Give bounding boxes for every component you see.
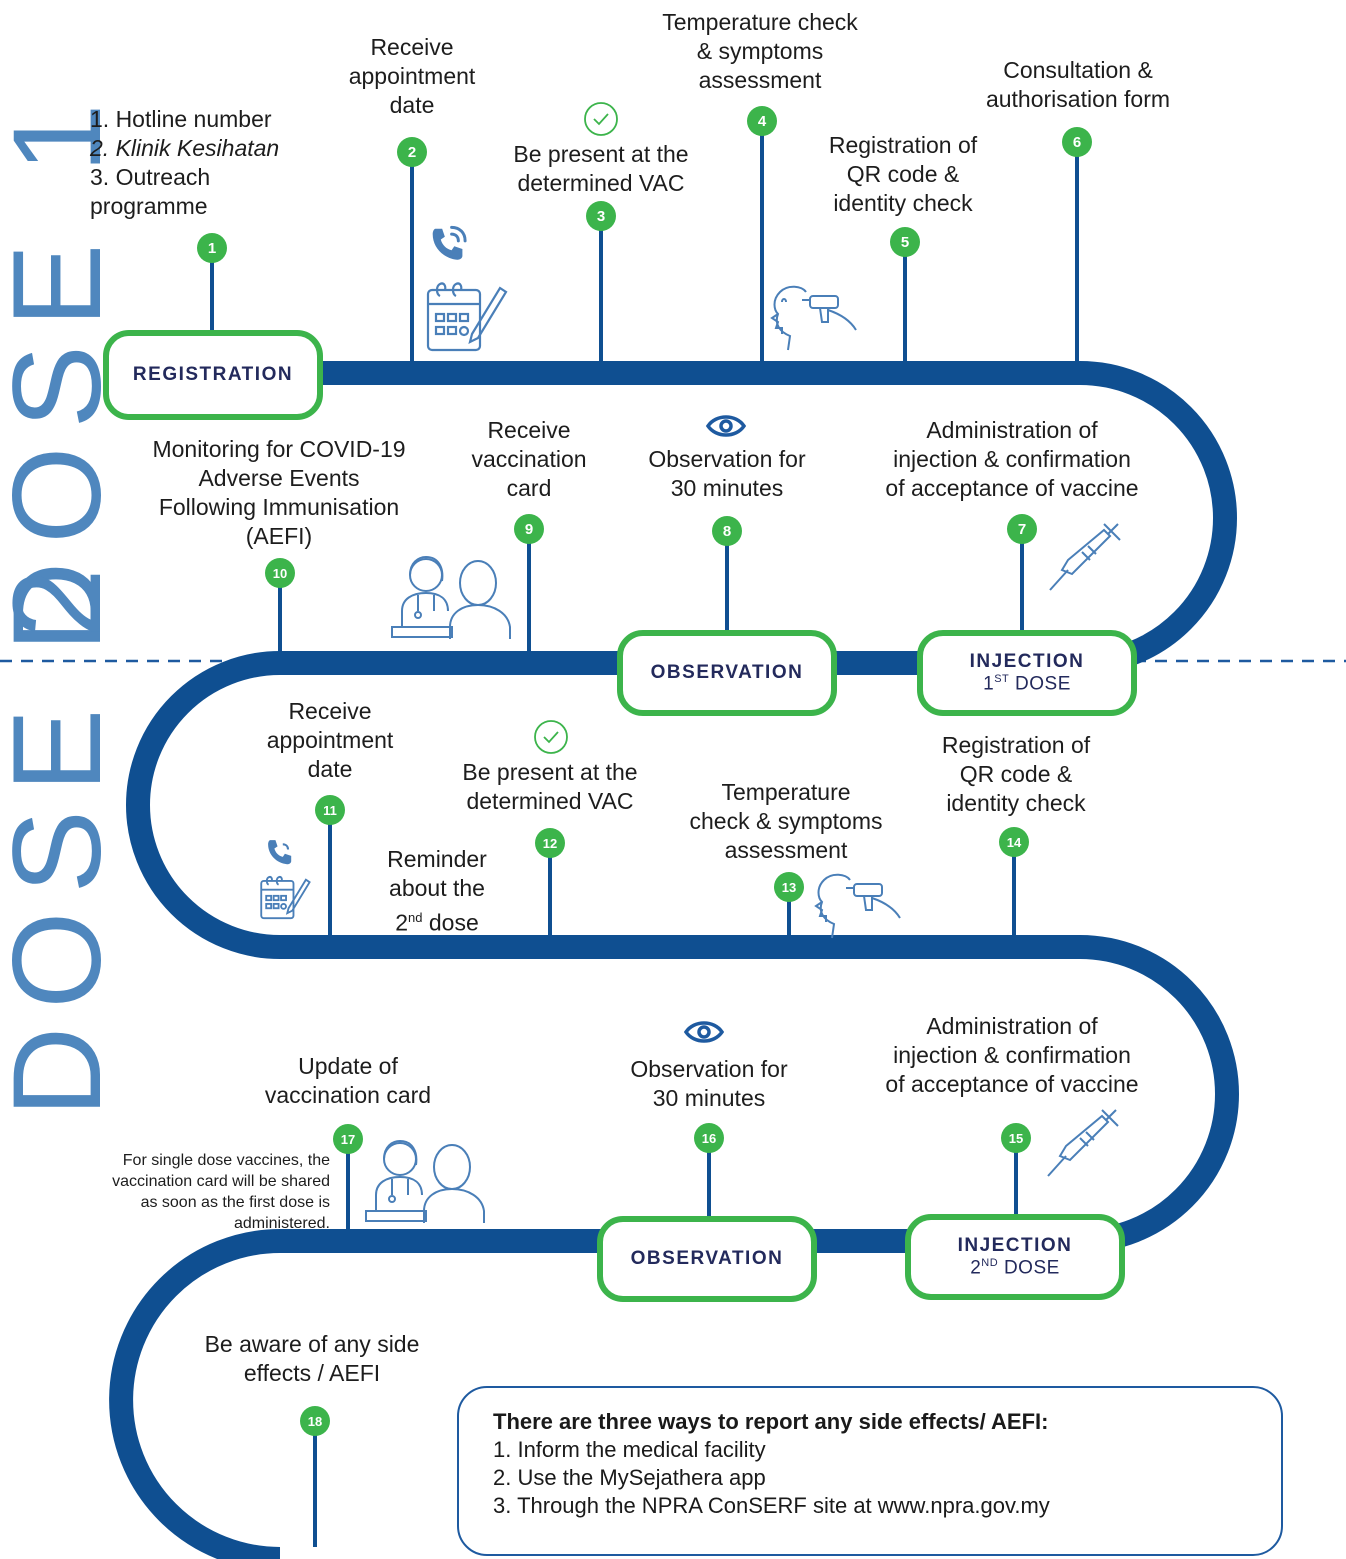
report-aefi-title: There are three ways to report any side …	[493, 1409, 1049, 1434]
stage-injection-2-title: INJECTION	[957, 1234, 1073, 1256]
stage-injection-1-title: INJECTION	[969, 650, 1085, 672]
step-number-14: 14	[1007, 835, 1022, 850]
phone-icon-2	[268, 840, 292, 865]
step-badge-16	[694, 1123, 724, 1153]
step-number-13: 13	[782, 880, 796, 895]
step-6-label: Consultation &authorisation form	[985, 57, 1171, 112]
check-circle-icon	[584, 102, 618, 136]
calendar-icon	[426, 282, 508, 352]
stage-observation-1-title: OBSERVATION	[650, 662, 804, 683]
step-number-5: 5	[901, 234, 909, 251]
step-stems	[210, 135, 1079, 1547]
syringe-icon-2	[1047, 1109, 1119, 1177]
thermometer-scan-icon	[770, 285, 857, 351]
step-number-12: 12	[543, 836, 557, 851]
step-badge-17	[333, 1124, 363, 1154]
stage-injection-1: INJECTION 1ST DOSE	[917, 630, 1137, 716]
step-badge-2	[397, 137, 427, 167]
stage-injection-2: INJECTION 2ND DOSE	[905, 1214, 1125, 1300]
stage-registration-title: REGISTRATION	[132, 364, 294, 385]
stage-observation-2: OBSERVATION	[597, 1216, 817, 1302]
step-badges	[197, 106, 1092, 1436]
step-number-11: 11	[323, 803, 337, 818]
eye-icon	[705, 415, 747, 437]
doctor-patient-icon-2	[365, 1139, 485, 1223]
step-badge-4	[747, 106, 777, 136]
stage-observation-1: OBSERVATION	[617, 630, 837, 716]
thermometer-scan-icon-2	[814, 873, 901, 939]
step-badge-15	[1001, 1123, 1031, 1153]
step-badge-11	[315, 795, 345, 825]
step-number-7: 7	[1018, 521, 1026, 538]
step-badge-10	[265, 558, 295, 588]
step-badge-8	[712, 516, 742, 546]
doctor-patient-icon	[391, 555, 511, 639]
step-number-10: 10	[273, 566, 287, 581]
step-number-16: 16	[702, 1131, 716, 1146]
step-badge-18	[300, 1406, 330, 1436]
step-number-17: 17	[341, 1132, 355, 1147]
step-number-9: 9	[525, 521, 533, 538]
report-aefi-item: 3. Through the NPRA ConSERF site at www.…	[493, 1493, 1050, 1518]
step-number-3: 3	[597, 208, 605, 225]
step-badge-6	[1062, 127, 1092, 157]
journey-road	[109, 361, 1239, 1559]
eye-icon-2	[683, 1021, 725, 1043]
step-badge-3	[586, 201, 616, 231]
check-circle-icon-2	[534, 720, 568, 754]
step-number-1: 1	[208, 240, 216, 257]
step-number-2: 2	[408, 144, 416, 161]
phone-icon	[432, 225, 467, 260]
step-badge-5	[890, 227, 920, 257]
step-number-15: 15	[1009, 1131, 1023, 1146]
step-badge-1	[197, 233, 227, 263]
stage-injection-2-dose: 2ND DOSE	[970, 1256, 1060, 1279]
step-number-8: 8	[723, 523, 731, 540]
step-badge-14	[999, 827, 1029, 857]
step-badge-9	[514, 514, 544, 544]
step-badge-7	[1007, 514, 1037, 544]
stage-injection-1-dose: 1ST DOSE	[983, 672, 1071, 695]
step-number-4: 4	[758, 113, 767, 130]
stage-observation-2-title: OBSERVATION	[630, 1248, 784, 1269]
report-aefi-item: 1. Inform the medical facility	[493, 1437, 766, 1462]
dose2-side-label: DOSE 2	[0, 550, 127, 1118]
syringe-icon	[1049, 523, 1121, 591]
step-number-6: 6	[1073, 134, 1081, 151]
step-badge-13	[774, 872, 804, 902]
stage-registration: REGISTRATION	[103, 330, 323, 420]
report-aefi-box: There are three ways to report any side …	[457, 1386, 1283, 1556]
report-aefi-item: 2. Use the MySejathera app	[493, 1465, 766, 1490]
calendar-icon-2	[260, 876, 311, 920]
step-number-18: 18	[308, 1414, 322, 1429]
step-badge-12	[535, 828, 565, 858]
